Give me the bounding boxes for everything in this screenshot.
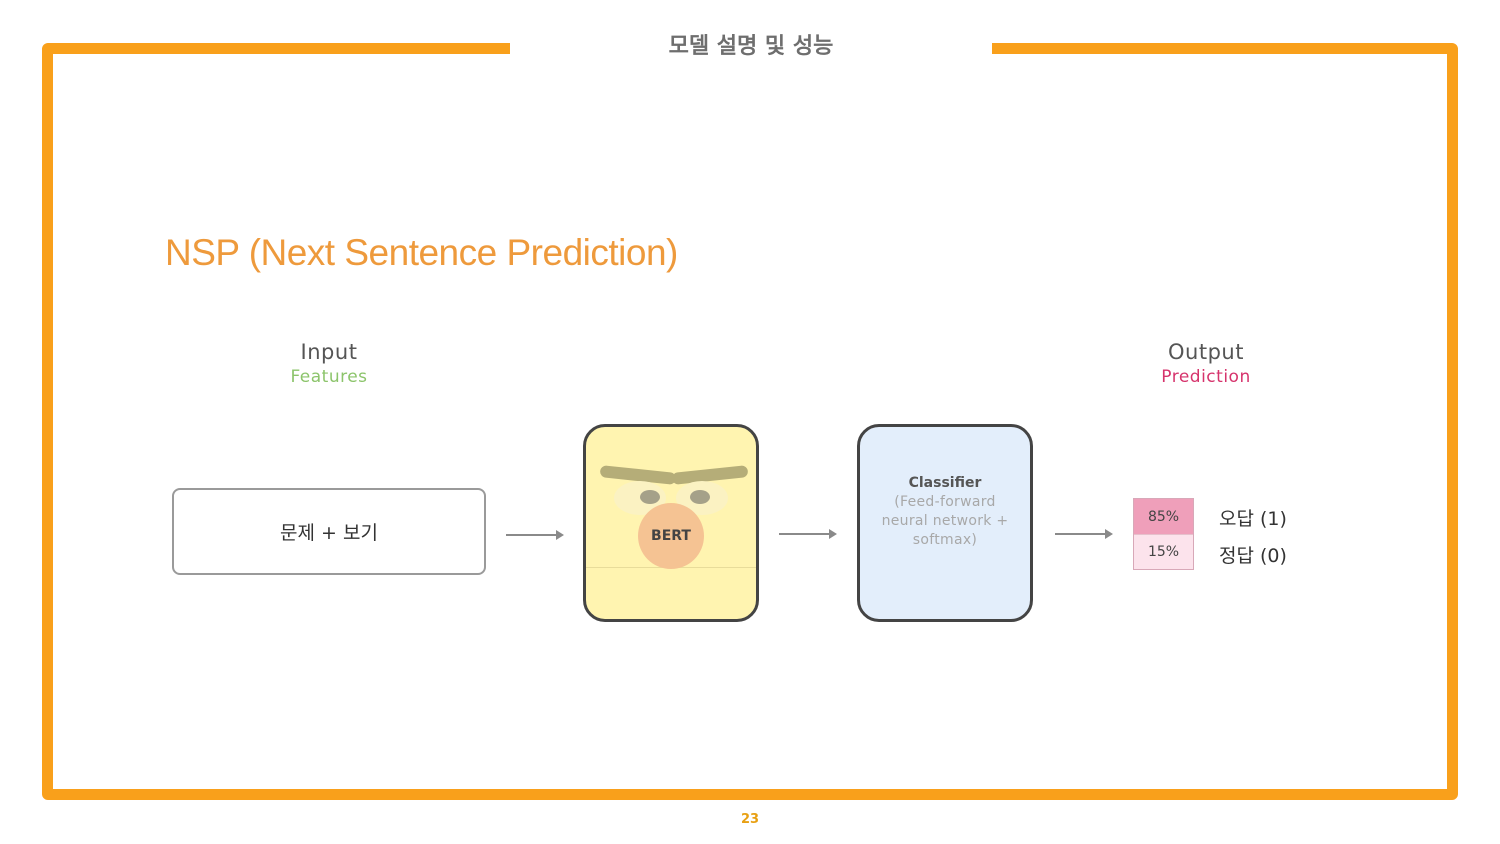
classifier-desc-line2: neural network + — [881, 513, 1009, 529]
input-header-title: Input — [300, 340, 358, 364]
section-heading: NSP (Next Sentence Prediction) — [165, 232, 678, 273]
probability-label: 오답 (1) — [1219, 508, 1287, 530]
classifier-desc-line3: softmax) — [912, 532, 978, 548]
input-header-subtitle: Features — [290, 367, 368, 387]
classifier-block: Classifier (Feed-forward neural network … — [857, 424, 1033, 622]
output-header-title: Output — [1168, 340, 1244, 364]
input-box: 문제 + 보기 — [172, 488, 486, 575]
bert-pupil-right — [690, 490, 710, 504]
slide-title: 모델 설명 및 성능 — [668, 34, 834, 59]
bert-face-icon: BERT — [638, 503, 704, 569]
bert-label: BERT — [651, 528, 691, 544]
slide-frame — [42, 43, 1458, 800]
right-arrow-icon — [506, 530, 564, 540]
output-header: Output Prediction — [1106, 340, 1306, 387]
right-arrow-icon — [779, 529, 837, 539]
right-arrow-icon — [1055, 529, 1113, 539]
probability-label: 정답 (0) — [1219, 545, 1287, 567]
title-gap — [510, 30, 992, 66]
output-header-subtitle: Prediction — [1161, 367, 1251, 387]
bert-block: BERT — [583, 424, 759, 622]
probability-cell: 15% — [1134, 534, 1193, 569]
probability-table: 85% 15% — [1133, 498, 1194, 570]
input-header: Input Features — [229, 340, 429, 387]
probability-cell: 85% — [1134, 499, 1193, 534]
page-number: 23 — [740, 812, 760, 827]
classifier-desc-line1: (Feed-forward — [894, 494, 996, 510]
bert-pupil-left — [640, 490, 660, 504]
classifier-title: Classifier — [908, 475, 982, 491]
